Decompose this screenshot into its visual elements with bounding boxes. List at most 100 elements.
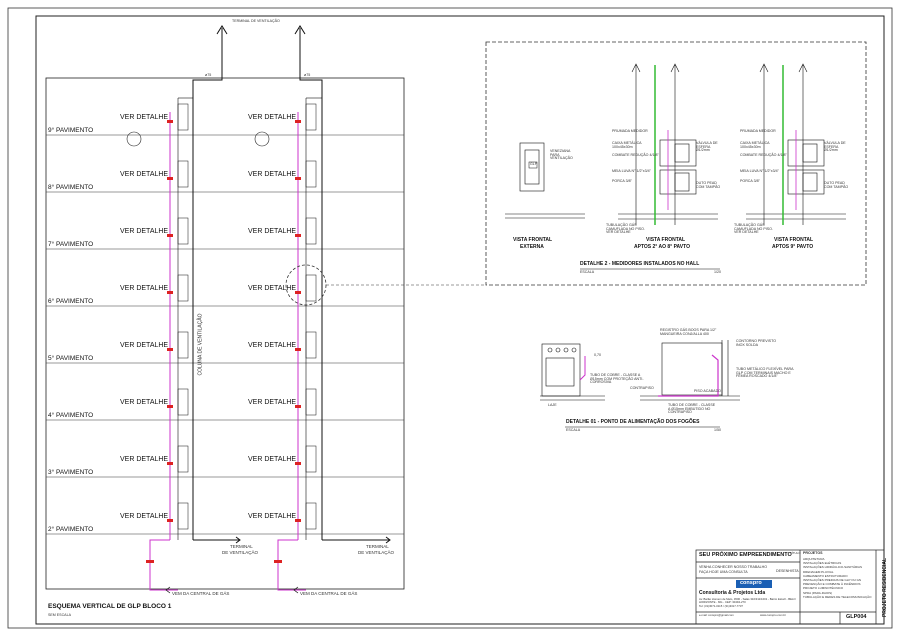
floor-label-6: 6° PAVIMENTO bbox=[48, 298, 94, 305]
tb-projeto-item: CABEAMENTO ESTRUTURADO bbox=[803, 573, 848, 578]
left-riser bbox=[177, 97, 193, 540]
glp-tag: GLP bbox=[530, 162, 538, 166]
detail2-9-label-right-1: DUTO PEAD COM TAMPÃO bbox=[824, 181, 849, 189]
tb-tagline2: FAÇA HOJE UMA CONSULTA bbox=[699, 570, 748, 574]
tb-projeto-item: INSTALAÇÕES PREDIAIS DE GLP OU GN bbox=[803, 578, 862, 583]
see-detail-right-3: VER DETALHE bbox=[248, 456, 297, 463]
tb-side-title: PROJETO RESIDENCIAL bbox=[882, 557, 889, 618]
detail1-note-4: CONTRAPISO bbox=[630, 386, 654, 390]
see-detail-right-2: VER DETALHE bbox=[248, 513, 297, 520]
detail2-9-label-left-3: MEIA LUVA N° 1/2"x3/4" bbox=[740, 169, 779, 173]
tb-projeto-item: ARQUITETURA bbox=[803, 557, 825, 561]
detail1-note-0: REGISTRO GÁS BOOS PARA 1/2" MANGUEIRA CO… bbox=[660, 328, 717, 336]
gas-source-left: VEM DA CENTRAL DE GÁS bbox=[172, 591, 230, 596]
meter-symbol-right bbox=[254, 131, 270, 147]
view-external-line1: VISTA FRONTAL bbox=[513, 237, 553, 243]
detail1-note-7: LAJE bbox=[548, 403, 557, 407]
pipe-label-top-right: ø75 bbox=[304, 73, 311, 77]
tb-project: SEU PRÓXIMO EMPREENDIMENTO bbox=[699, 552, 792, 558]
see-detail-right-9: VER DETALHE bbox=[248, 114, 297, 121]
tb-projeto-item: PREVENÇÃO E COMBATE À INCÊNDIOS bbox=[803, 582, 861, 587]
detail1-note-5: TUBO DE COBRE - CLASSE A Ø15mm EMBUTIDO … bbox=[668, 403, 716, 415]
see-detail-left-5: VER DETALHE bbox=[120, 342, 169, 349]
detail2-title: DETALHE 2 - MEDIDORES INSTALADOS NO HALL bbox=[580, 261, 700, 267]
detail1-title: DETALHE 01 - PONTO DE ALIMENTAÇÃO DOS FO… bbox=[566, 419, 700, 425]
detail1-scale-value: 1/50 bbox=[714, 428, 721, 432]
stove-section-drawing bbox=[640, 340, 740, 401]
tb-company-logo: conspro bbox=[740, 580, 762, 586]
detail2-9-label-bottom-0: TUBULAÇÃO GÁS CAMUFLADA NO PISO. VER DET… bbox=[734, 223, 773, 235]
bottom-terminal-right-2: DE VENTILAÇÃO bbox=[358, 550, 395, 555]
detail1-note-1: CONTORNO PREVISTO INOX SOLDA bbox=[736, 339, 777, 347]
outer-frame bbox=[7, 7, 893, 629]
tb-sheet-code: GLP004 bbox=[846, 614, 867, 620]
title-block bbox=[695, 549, 885, 625]
see-detail-right-5: VER DETALHE bbox=[248, 342, 297, 349]
bottom-terminal-left-1: TERMINAL bbox=[230, 544, 253, 549]
floor-label-4: 4° PAVIMENTO bbox=[48, 412, 94, 419]
scheme-title: ESQUEMA VERTICAL DE GLP BLOCO 1 bbox=[48, 603, 172, 610]
detail2-label-left-3: MEIA LUVA N° 1/2"x3/4" bbox=[612, 169, 651, 173]
bottom-terminal-left-2: DE VENTILAÇÃO bbox=[222, 550, 259, 555]
see-detail-right-7: VER DETALHE bbox=[248, 228, 297, 235]
detail2-scale-value: 1/20 bbox=[714, 270, 721, 274]
right-gas-pipe bbox=[277, 112, 306, 591]
detail1-note-6: PISO ACABADO bbox=[694, 389, 721, 393]
tb-phone: Tel: (31)3071-0115 / (31)3317-7737 bbox=[699, 604, 743, 608]
floor-label-7: 7° PAVIMENTO bbox=[48, 241, 94, 248]
glp-tag-box bbox=[528, 161, 538, 169]
see-detail-right-8: VER DETALHE bbox=[248, 171, 297, 178]
see-detail-left-4: VER DETALHE bbox=[120, 399, 169, 406]
tb-desenhista-label: DESENHISTA bbox=[776, 569, 799, 573]
floor-label-8: 8° PAVIMENTO bbox=[48, 184, 94, 191]
see-detail-left-2: VER DETALHE bbox=[120, 513, 169, 520]
detail2-label-right-1: DUTO PEAD COM TAMPÃO bbox=[696, 181, 721, 189]
tb-projeto-item: TUBULAÇÃO E REDES DE TELECOMUNICAÇÃO bbox=[803, 594, 872, 599]
see-detail-left-6: VER DETALHE bbox=[120, 285, 169, 292]
meter-view-gas bbox=[667, 130, 797, 210]
right-riser bbox=[305, 97, 322, 540]
tb-tagline1: VENHA CONHECER NOSSO TRABALHO bbox=[699, 565, 768, 569]
meter-view-2-8 bbox=[618, 65, 718, 225]
tb-title-label: TÍTULO bbox=[790, 551, 801, 555]
company-logo-box bbox=[736, 580, 772, 588]
view-2-8-line1: VISTA FRONTAL bbox=[646, 237, 686, 243]
meter-view-9 bbox=[746, 65, 846, 225]
view-9-line2: APTOS 9° PAVTO bbox=[772, 244, 814, 250]
see-detail-left-7: VER DETALHE bbox=[120, 228, 169, 235]
tb-address: Av. Barão Homem de Melo, 4500 - Salas 31… bbox=[699, 597, 796, 604]
tb-site: www.conspro.com.br bbox=[760, 613, 786, 617]
detail1-level: 0,70 bbox=[594, 353, 601, 357]
floor-label-5: 5° PAVIMENTO bbox=[48, 355, 94, 362]
meter-boxes bbox=[177, 103, 317, 530]
inner-frame bbox=[35, 15, 885, 625]
pipe-label-top-left: ø75 bbox=[205, 73, 212, 77]
see-detail-left-9: VER DETALHE bbox=[120, 114, 169, 121]
detail2-scale-label: ESCALA bbox=[580, 270, 595, 274]
detail2-arrows bbox=[631, 63, 808, 73]
detail2-frame bbox=[485, 41, 867, 286]
valve-marks bbox=[146, 120, 301, 563]
see-detail-left-3: VER DETALHE bbox=[120, 456, 169, 463]
detail2-9-label-left-2: COMBATE REDUÇÃO 4/1/8" bbox=[740, 153, 787, 157]
detail2-label-left-2: COMBATE REDUÇÃO 4/1/8" bbox=[612, 153, 659, 157]
external-view-drawing bbox=[505, 142, 585, 219]
see-detail-right-6: VER DETALHE bbox=[248, 285, 297, 292]
tb-company: Consultoria & Projetos Ltda bbox=[699, 590, 766, 596]
floor-label-3: 3° PAVIMENTO bbox=[48, 469, 94, 476]
see-detail-left-8: VER DETALHE bbox=[120, 171, 169, 178]
detail2-9-label-left-4: PORCA 3/8" bbox=[740, 179, 760, 183]
stove-gas-line bbox=[579, 356, 586, 381]
detail1-scale-label: ESCALA bbox=[566, 428, 581, 432]
stove-section-gas-line bbox=[658, 354, 719, 397]
tb-projetos-header: PROJETOS bbox=[803, 551, 823, 555]
detail2-label-left-1: CAIXA METÁLICA 100x45x30m bbox=[612, 141, 642, 149]
detail2-label-left-0: PRUMADA MEDIDOR bbox=[612, 129, 648, 133]
detail2-label-left-4: PORCA 3/8" bbox=[612, 179, 632, 183]
detail1-note-2: TUBO METÁLICO FLEXÍVEL PARA GLP COM TERM… bbox=[736, 367, 794, 379]
meter-symbol-left bbox=[126, 131, 142, 147]
bottom-terminal-right-1: TERMINAL bbox=[366, 544, 389, 549]
view-external-line2: EXTERNA bbox=[520, 244, 544, 250]
